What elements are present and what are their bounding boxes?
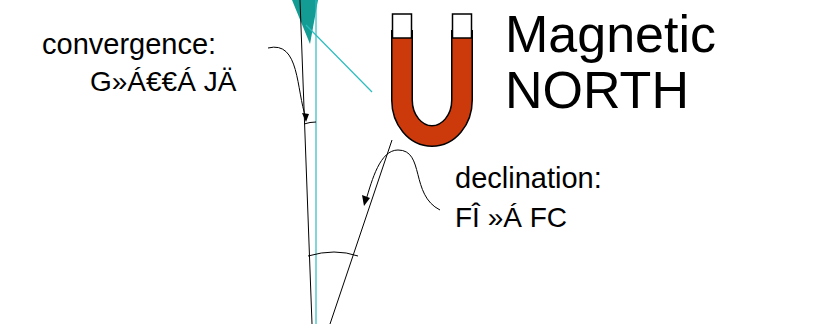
term-label: declination: bbox=[455, 162, 715, 195]
value-label: FÎ »Á FC bbox=[455, 202, 695, 234]
arrowhead bbox=[302, 113, 309, 122]
cyan-diagonal bbox=[306, 25, 372, 92]
magnetic-north-line bbox=[330, 140, 392, 324]
arrowhead bbox=[362, 195, 370, 206]
grid-line bbox=[300, 0, 312, 324]
leader-line bbox=[366, 150, 440, 210]
leader-line bbox=[268, 47, 306, 118]
term-label: convergence: bbox=[42, 28, 272, 61]
declination-arc bbox=[308, 252, 358, 256]
convergence-arc bbox=[304, 122, 316, 124]
value-label: G»Á€€Á JÄ bbox=[90, 66, 290, 98]
true-north-line bbox=[315, 0, 316, 324]
horseshoe-magnet bbox=[393, 14, 472, 136]
grid-north-marker bbox=[292, 0, 318, 44]
magnetic-north-label: Magnetic NORTH bbox=[505, 6, 805, 118]
